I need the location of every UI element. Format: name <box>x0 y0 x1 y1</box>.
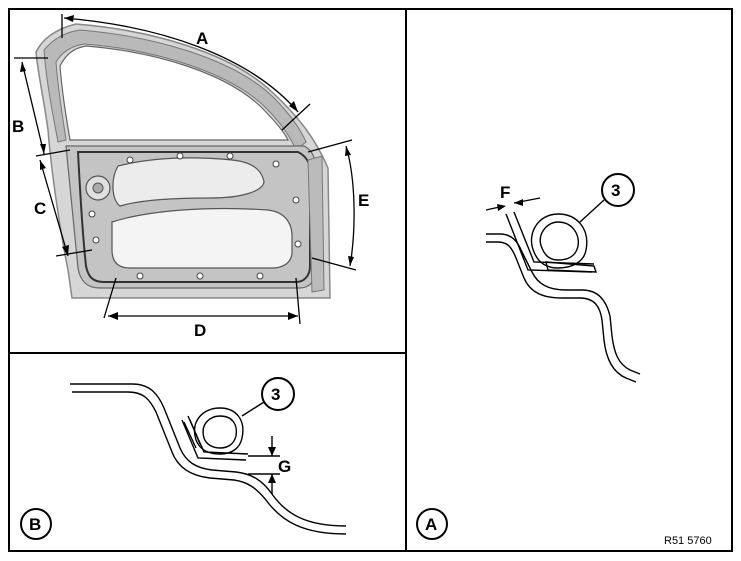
detail-b-panel-circle <box>20 508 52 540</box>
detail-b-flange <box>181 419 247 461</box>
detail-a-seal-outer <box>530 213 588 269</box>
mounting-hole <box>272 160 280 168</box>
arrowhead <box>40 144 46 154</box>
mounting-hole <box>136 272 144 280</box>
detail-a-arrows <box>497 199 523 211</box>
mounting-holes <box>88 152 302 280</box>
dim-label-c: C <box>34 199 46 218</box>
arrowhead <box>64 15 74 22</box>
detail-b-callout-number: 3 <box>271 385 280 404</box>
detail-a-sheet-outer <box>486 233 641 375</box>
dim-b-ext-bottom <box>35 149 71 157</box>
detail-a-seal-inner <box>539 221 579 261</box>
window-opening <box>59 45 289 141</box>
door-dimension-labels: A B C D E <box>12 29 369 340</box>
detail-b-seal-inner <box>202 415 238 449</box>
detail-a-panel-circle <box>416 508 448 540</box>
arrowhead <box>268 447 276 456</box>
window-frame <box>43 29 307 151</box>
detail-b <box>20 377 347 540</box>
dim-c-ext-bottom <box>55 249 93 257</box>
dim-e-ext-bottom <box>311 257 357 271</box>
arrowhead <box>497 204 506 211</box>
outer-border <box>8 8 733 552</box>
dim-c-line <box>39 159 69 257</box>
lower-module-opening <box>111 207 293 269</box>
arrowhead <box>289 101 298 112</box>
arrowhead <box>348 256 354 266</box>
detail-b-callout-circle <box>261 377 295 411</box>
detail-a-callout-number: 3 <box>611 181 620 200</box>
arrowhead <box>40 160 46 170</box>
detail-a-callout-circle <box>601 173 635 207</box>
detail-a <box>416 173 641 540</box>
dim-a-line <box>63 17 299 113</box>
detail-a-sheet-inner <box>486 241 637 383</box>
dim-e-ext-top <box>307 139 353 153</box>
arrowhead <box>62 245 69 256</box>
speaker-mount-center <box>92 182 104 194</box>
door-dimension-arrows <box>20 15 354 320</box>
detail-b-sheet-inner <box>72 391 347 535</box>
arrowhead <box>108 312 118 320</box>
detail-a-seal-base <box>545 261 597 273</box>
door-illustration <box>35 23 331 299</box>
detail-a-panel-label: A <box>425 515 437 534</box>
mounting-hole <box>176 152 184 160</box>
detail-a-dim-label: F <box>500 183 510 202</box>
door-dimension-lines <box>14 14 357 325</box>
mounting-hole <box>226 152 234 160</box>
detail-b-panel-label: B <box>29 515 41 534</box>
mounting-hole <box>256 272 264 280</box>
arrowhead <box>514 199 523 206</box>
dim-e-line <box>345 145 355 267</box>
mounting-hole <box>92 236 100 244</box>
mounting-hole <box>88 210 96 218</box>
detail-b-seal-lip <box>183 421 197 449</box>
detail-b-dim-label: G <box>278 457 291 476</box>
mounting-hole <box>294 240 302 248</box>
upper-module-opening <box>112 157 265 207</box>
arrowhead <box>345 146 351 156</box>
arrowhead <box>20 62 26 72</box>
dim-label-e: E <box>358 191 369 210</box>
detail-b-seal-lip <box>189 419 201 445</box>
detail-a-flange-inner <box>513 211 595 265</box>
arrowhead <box>268 474 276 483</box>
mounting-hole <box>126 156 134 164</box>
reference-number: R51 5760 <box>664 535 712 547</box>
dim-d-ext-right <box>295 277 301 325</box>
detail-b-arrows <box>268 447 276 483</box>
dim-d-ext-left <box>103 277 117 319</box>
dim-label-b: B <box>12 117 24 136</box>
dim-b-line <box>21 61 45 155</box>
dim-a-ext-right <box>281 103 311 131</box>
mounting-hole <box>196 272 204 280</box>
panel-frames <box>8 8 733 552</box>
dim-label-d: D <box>194 321 206 340</box>
detail-b-seal-outer <box>193 407 244 455</box>
mounting-hole <box>292 196 300 204</box>
arrowhead <box>288 312 298 320</box>
dim-label-a: A <box>196 29 208 48</box>
detail-b-callout-leader <box>241 401 265 417</box>
detail-a-callout-leader <box>579 199 605 223</box>
detail-b-sheet-outer <box>70 383 347 527</box>
